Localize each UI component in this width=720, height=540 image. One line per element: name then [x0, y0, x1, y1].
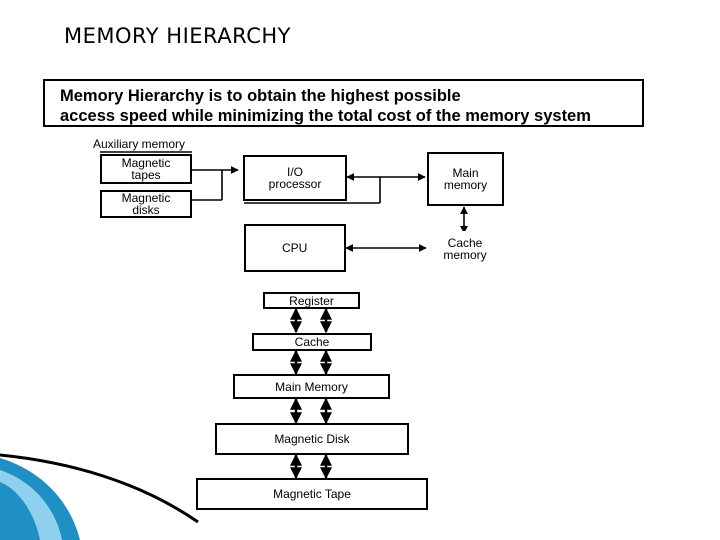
magnetic-disks-box: Magnetic disks — [100, 190, 192, 218]
level-magnetic-disk: Magnetic Disk — [215, 423, 409, 455]
cache-memory-label: Cache memory — [428, 231, 502, 267]
level-magnetic-tape: Magnetic Tape — [196, 478, 428, 510]
auxiliary-memory-label: Auxiliary memory — [93, 137, 186, 151]
definition-line-2: access speed while minimizing the total … — [60, 107, 591, 125]
definition-box: Memory Hierarchy is to obtain the highes… — [43, 79, 644, 127]
level-main-memory: Main Memory — [233, 374, 390, 399]
magnetic-tapes-box: Magnetic tapes — [100, 154, 192, 184]
main-memory-box: Main memory — [427, 152, 504, 206]
level-register: Register — [263, 292, 360, 309]
slide-title: MEMORY HIERARCHY — [64, 24, 291, 48]
definition-line-1: Memory Hierarchy is to obtain the highes… — [60, 87, 461, 105]
level-cache: Cache — [252, 333, 372, 351]
cpu-box: CPU — [244, 224, 346, 272]
decorative-swoosh — [0, 453, 200, 540]
io-processor-box: I/O processor — [243, 155, 347, 201]
